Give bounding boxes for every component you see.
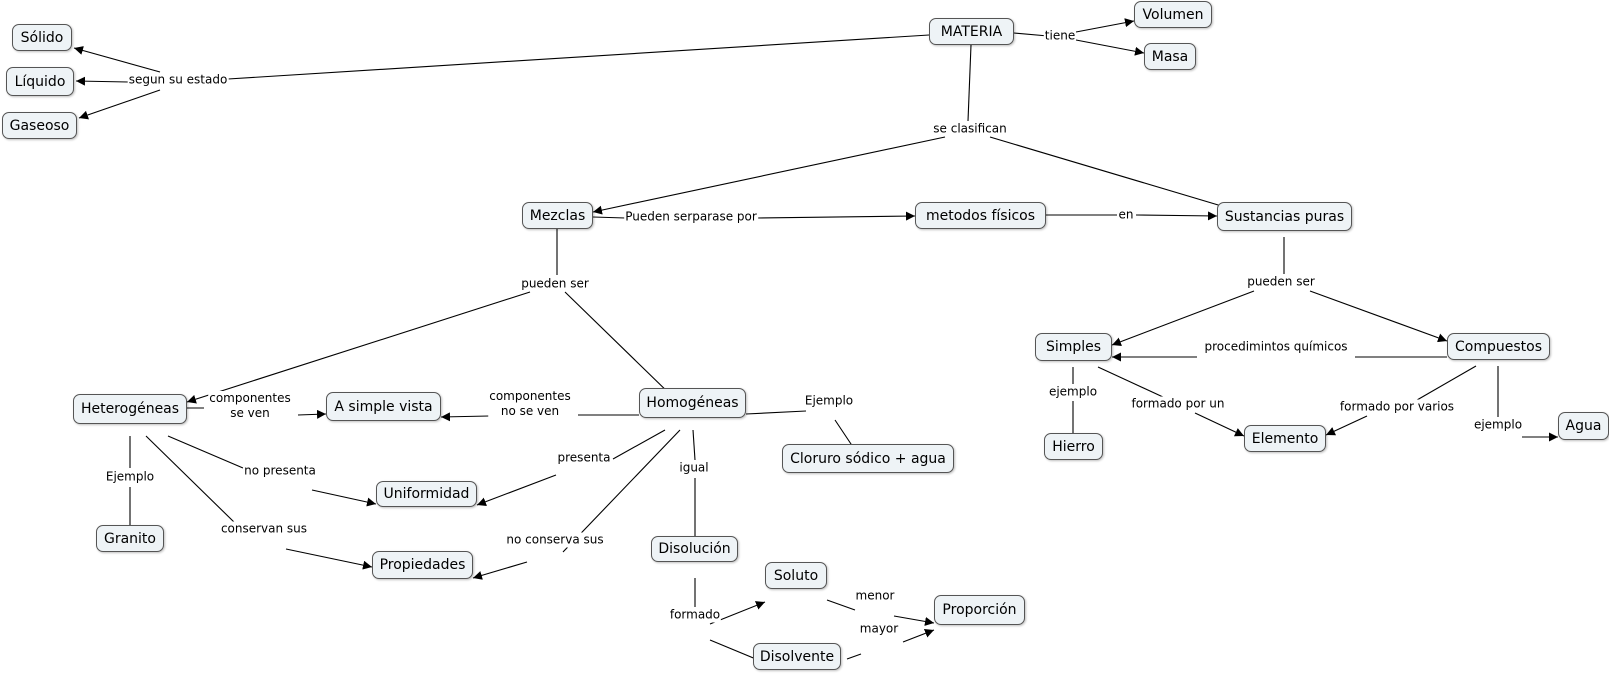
link-presenta[interactable]: presenta bbox=[556, 450, 612, 466]
line-clasifican-mezclas bbox=[592, 136, 946, 215]
line-noconserva-propiedades bbox=[472, 561, 528, 580]
link-formado[interactable]: formado bbox=[668, 607, 722, 623]
link-en[interactable]: en bbox=[1117, 207, 1135, 223]
link-menor[interactable]: menor bbox=[854, 588, 896, 604]
concept-homogeneas[interactable]: Homogéneas bbox=[639, 388, 746, 418]
link-ejemplo-heterogeneas[interactable]: Ejemplo bbox=[104, 469, 156, 485]
line-puedenser-heterog bbox=[186, 291, 531, 404]
line-segun-liquido bbox=[75, 76, 129, 86]
concept-volumen[interactable]: Volumen bbox=[1134, 1, 1212, 28]
concept-elemento[interactable]: Elemento bbox=[1244, 425, 1326, 452]
line-mayor-proporcion bbox=[902, 629, 935, 643]
link-tiene[interactable]: tiene bbox=[1043, 28, 1077, 44]
link-procedimientos-quimicos[interactable]: procedimintos químicos bbox=[1203, 339, 1349, 355]
concept-disolvente[interactable]: Disolvente bbox=[753, 643, 841, 670]
link-no-presenta[interactable]: no presenta bbox=[243, 463, 317, 479]
line-formadovarios-elemento bbox=[1325, 415, 1368, 436]
link-mayor[interactable]: mayor bbox=[858, 621, 900, 637]
concept-masa[interactable]: Masa bbox=[1144, 43, 1196, 70]
concept-sustancias-puras[interactable]: Sustancias puras bbox=[1217, 202, 1352, 231]
line-segun-gaseoso bbox=[78, 89, 161, 120]
line-homog-noconserva bbox=[562, 429, 681, 553]
line-compuestos-formadovarios bbox=[1416, 365, 1477, 401]
line-clasifican-sustancias bbox=[989, 136, 1236, 212]
concept-simples[interactable]: Simples bbox=[1035, 333, 1112, 361]
link-no-conserva-sus[interactable]: no conserva sus bbox=[505, 532, 605, 548]
concept-uniformidad[interactable]: Uniformidad bbox=[376, 481, 477, 507]
line-homog-ejemplo bbox=[745, 410, 807, 415]
line-materia-tiene bbox=[1013, 32, 1049, 37]
concept-granito[interactable]: Granito bbox=[96, 525, 164, 552]
concept-proporcion[interactable]: Proporción bbox=[934, 595, 1025, 625]
concept-heterogeneas[interactable]: Heterogéneas bbox=[73, 394, 187, 424]
link-ejemplo-simples[interactable]: ejemplo bbox=[1047, 384, 1099, 400]
link-ejemplo-homogeneas[interactable]: Ejemplo bbox=[803, 393, 855, 409]
link-componentes-se-ven[interactable]: componentes se ven bbox=[208, 391, 292, 421]
line-puedenser-compuestos bbox=[1309, 290, 1448, 343]
line-separarse-metodos bbox=[756, 211, 916, 221]
line-simples-formado bbox=[1097, 366, 1164, 398]
line-disolvente-mayor bbox=[846, 653, 862, 660]
line-soluto-menor bbox=[826, 599, 856, 611]
line-homog-presenta bbox=[612, 429, 666, 460]
concept-disolucion[interactable]: Disolución bbox=[651, 536, 738, 562]
line-presenta-uniformidad bbox=[476, 474, 557, 507]
link-segun-su-estado[interactable]: segun su estado bbox=[127, 72, 229, 88]
line-tiene-masa bbox=[1075, 39, 1145, 56]
link-pueden-separarse-por[interactable]: Pueden serparase por bbox=[624, 209, 758, 225]
line-puedenser-homog bbox=[564, 291, 676, 400]
link-formado-por-varios[interactable]: formado por varios bbox=[1338, 399, 1456, 415]
link-igual[interactable]: igual bbox=[678, 460, 710, 476]
line-heterog-nopresenta bbox=[167, 435, 244, 469]
concept-soluto[interactable]: Soluto bbox=[765, 562, 827, 589]
line-materia-segun bbox=[227, 34, 930, 80]
concept-mezclas[interactable]: Mezclas bbox=[522, 202, 593, 229]
line-componentes-simplevista bbox=[297, 409, 327, 419]
line-tiene-volumen bbox=[1075, 18, 1135, 33]
line-en-sustancias bbox=[1135, 211, 1218, 221]
line-puedenser-simples bbox=[1111, 290, 1255, 347]
link-pueden-ser-sustancias[interactable]: pueden ser bbox=[1246, 274, 1316, 290]
link-se-clasifican[interactable]: se clasifican bbox=[932, 121, 1008, 137]
link-ejemplo-compuestos[interactable]: ejemplo bbox=[1472, 417, 1524, 433]
concept-hierro[interactable]: Hierro bbox=[1044, 433, 1103, 460]
line-menor-proporcion bbox=[893, 615, 935, 626]
concept-materia[interactable]: MATERIA bbox=[929, 18, 1014, 45]
link-formado-por-un[interactable]: formado por un bbox=[1130, 396, 1226, 412]
line-segun-solido bbox=[73, 46, 161, 73]
concept-agua[interactable]: Agua bbox=[1558, 412, 1609, 440]
line-conservan-propiedades bbox=[285, 548, 373, 570]
concept-metodos-fisicos[interactable]: metodos físicos bbox=[915, 202, 1046, 229]
concept-liquido[interactable]: Líquido bbox=[6, 67, 74, 96]
line-formado-elemento bbox=[1194, 412, 1245, 437]
concept-cloruro-sodico-agua[interactable]: Cloruro sódico + agua bbox=[782, 444, 954, 473]
link-componentes-no-se-ven[interactable]: componentes no se ven bbox=[488, 389, 572, 419]
concept-propiedades[interactable]: Propiedades bbox=[372, 551, 473, 579]
line-componentes-no-simplevista bbox=[440, 412, 490, 422]
link-conservan-sus[interactable]: conservan sus bbox=[219, 521, 309, 537]
concept-compuestos[interactable]: Compuestos bbox=[1447, 333, 1550, 360]
concept-a-simple-vista[interactable]: A simple vista bbox=[326, 392, 441, 421]
line-homog-igual bbox=[692, 429, 696, 461]
concept-gaseoso[interactable]: Gaseoso bbox=[2, 112, 77, 139]
link-pueden-ser-mezclas[interactable]: pueden ser bbox=[520, 276, 590, 292]
line-materia-clasifican bbox=[967, 44, 972, 122]
line-nopresenta-uniformidad bbox=[311, 489, 377, 507]
line-heterog-conservan bbox=[145, 435, 236, 524]
concept-solido[interactable]: Sólido bbox=[12, 24, 72, 51]
line-mezclas-separarse bbox=[592, 216, 626, 219]
